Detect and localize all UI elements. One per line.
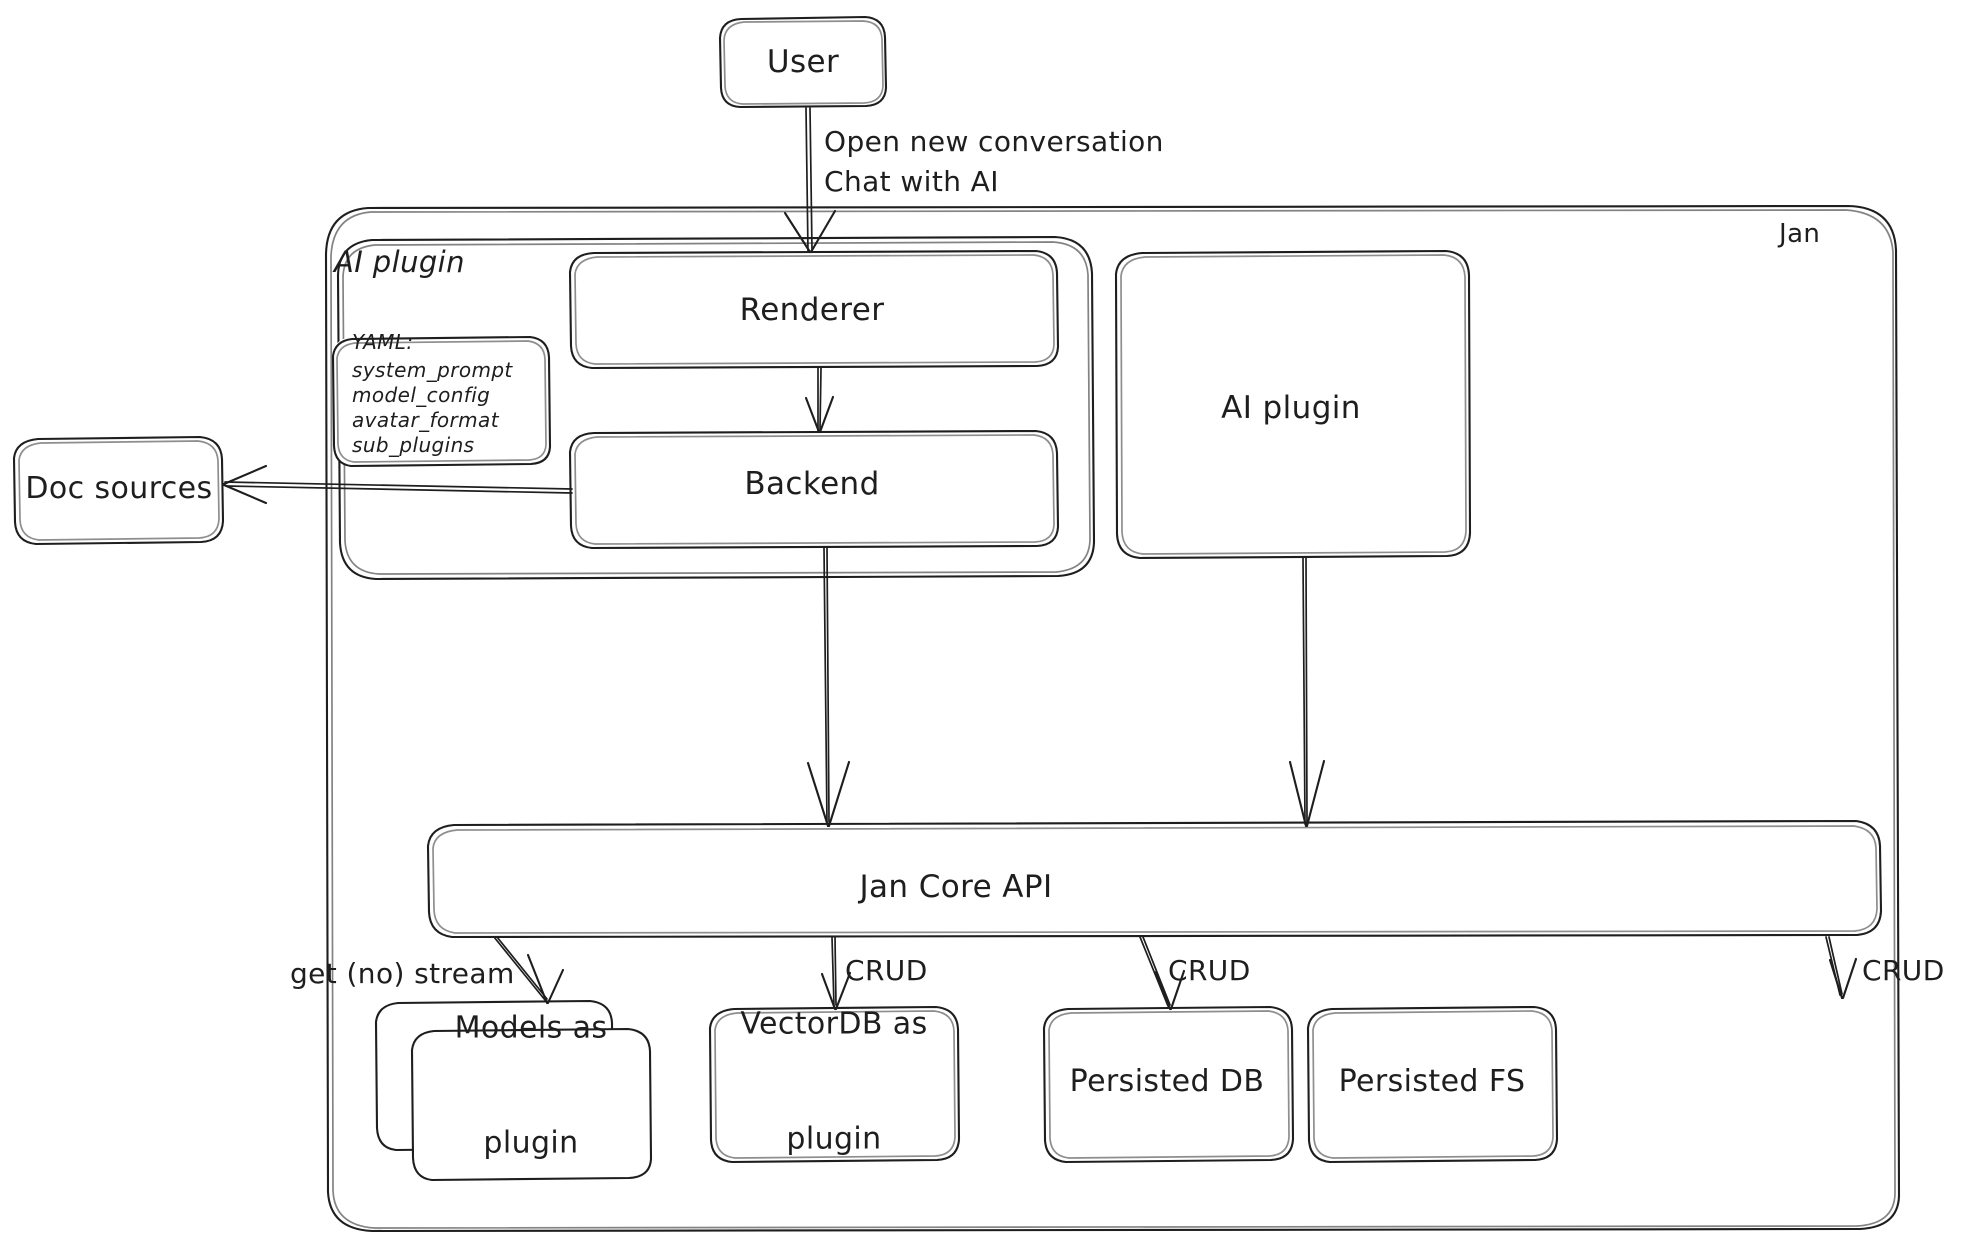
edge-label-crud-persisted-db: CRUD [1168,954,1251,987]
jan-core-api-shape [426,819,1883,939]
arrow-user-to-renderer [783,107,837,254]
doc-sources-node-shape [12,435,225,546]
arrow-core-to-models [493,936,565,1005]
yaml-note-line-avatar-format: avatar_format [352,408,499,432]
jan-core-api-label[interactable]: Jan Core API [859,869,1053,906]
edge-label-chat-with-ai: Chat with AI [824,165,999,198]
ai-plugin-group-shape [336,235,1096,581]
vectordb-plugin-line-2: plugin [786,1121,882,1157]
doc-sources-node-label[interactable]: Doc sources [25,470,213,506]
yaml-note-line-model-config: model_config [352,383,491,407]
persisted-db-node-label[interactable]: Persisted DB [1069,1063,1265,1099]
backend-node-label[interactable]: Backend [744,466,880,503]
arrow-backend-to-core [806,547,851,828]
jan-container-shape [324,204,1901,1233]
models-plugin-front-shape [410,1027,653,1182]
vectordb-plugin-node-shape [708,1005,961,1164]
arrow-core-to-persisted-fs [1825,936,1858,1000]
ai-plugin-box-label[interactable]: AI plugin [1221,390,1361,427]
arrow-renderer-to-backend [804,367,835,434]
renderer-node-shape [568,249,1060,370]
vectordb-plugin-line-1: VectorDB as [740,1006,928,1042]
yaml-note-shape [331,335,552,468]
arrow-ai-plugin-to-core [1288,557,1326,828]
renderer-node-label[interactable]: Renderer [739,292,885,329]
edge-label-crud-vectordb: CRUD [845,954,928,987]
persisted-fs-node-shape [1306,1005,1559,1164]
ai-plugin-group-label: AI plugin [334,245,465,279]
yaml-note-title: YAML: [352,330,414,354]
edge-label-crud-persisted-fs: CRUD [1862,954,1945,987]
models-plugin-node-label[interactable]: Models as plugin [455,932,608,1239]
yaml-note-line-sub-plugins: sub_plugins [352,433,475,457]
edge-label-open-new-conversation: Open new conversation [824,125,1164,158]
vectordb-plugin-node-label[interactable]: VectorDB as plugin [740,928,927,1235]
persisted-db-node-shape [1042,1005,1295,1164]
ai-plugin-box-shape [1114,249,1472,560]
jan-container-label: Jan [1779,219,1821,249]
models-plugin-line-2: plugin [483,1125,579,1161]
backend-node-shape [568,429,1060,550]
yaml-note-line-system-prompt: system_prompt [352,358,513,382]
user-node-shape [718,15,888,109]
models-plugin-line-1: Models as [454,1010,608,1046]
user-node-label[interactable]: User [766,44,840,81]
edge-label-get-no-stream: get (no) stream [290,957,515,990]
arrow-core-to-persisted-db [1139,936,1186,1011]
persisted-fs-node-label[interactable]: Persisted FS [1338,1063,1526,1099]
arrow-backend-to-doc-sources [222,464,573,505]
arrow-core-to-vectordb [820,936,852,1011]
